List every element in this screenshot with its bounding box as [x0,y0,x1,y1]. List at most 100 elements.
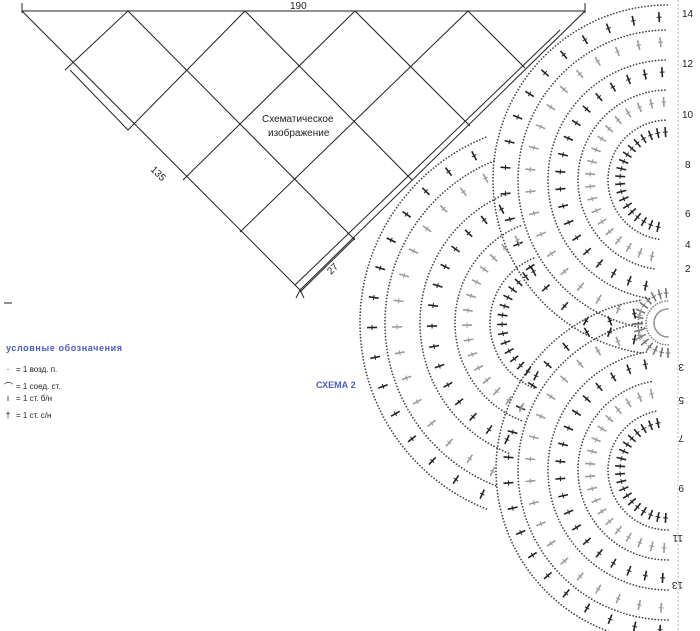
chain-dot [504,242,506,245]
chain-dot [567,66,570,69]
chain-dot [651,411,654,413]
chain-dot [497,221,500,224]
stitch-crossbar [616,528,621,533]
stitch-crossbar [567,509,570,515]
chain-dot [418,464,421,467]
chain-dot [445,455,448,458]
chain-dot [664,29,666,31]
chain-dot [648,617,650,620]
chain-dot [557,366,560,369]
chain-dot [498,448,501,451]
chain-dot [586,138,589,141]
stitch-crossbar [591,486,594,492]
chain-dot [660,588,663,591]
chain-dot [425,471,428,474]
stitch-crossbar [438,363,441,369]
row-number: 9 [678,482,684,493]
chain-dot [623,302,625,305]
chain-dot [617,69,620,72]
chain-dot [500,511,503,514]
chain-dot [470,213,473,216]
chain-dot [617,578,620,581]
chain-dot [386,294,389,297]
chain-dot [537,581,539,584]
chain-dot [481,392,484,395]
chain-dot [599,119,602,122]
chain-dot [413,184,416,187]
chain-dot [562,286,564,288]
chain-dot [468,500,470,502]
chain-dot [459,420,462,423]
chain-dot [618,321,621,323]
chain-dot [502,420,505,422]
chain-dot [586,429,589,432]
chain-dot [514,417,517,419]
chain-dot [609,399,612,402]
chain-dot [529,286,532,289]
chain-dot [555,279,558,281]
chain-dot [420,338,422,341]
stitch-crossbar [594,147,598,153]
chain-dot [663,619,666,621]
chain-dot [502,517,504,520]
stitch-crossbar [629,499,634,504]
chain-dot [613,205,615,208]
chain-dot [638,616,641,619]
chain-dot [548,198,551,201]
chain-dot [603,115,606,117]
chain-dot [362,285,365,288]
chain-dot [454,322,456,325]
stitch-crossbar [530,552,535,558]
chain-dot [456,226,459,229]
chain-dot [612,362,614,365]
stitch-crossbar [595,587,601,591]
chain-dot [499,358,502,361]
chain-dot [359,336,362,339]
chain-dot [573,613,576,616]
chain-dot [654,29,657,32]
chain-dot [664,343,667,346]
chain-dot [517,164,520,166]
chain-dot [592,563,595,566]
chain-dot [579,97,581,100]
chain-dot [657,59,660,62]
chain-dot [454,309,457,312]
chain-dot [359,324,361,326]
chain-dot [456,494,459,496]
stitch-crossbar [467,337,470,343]
chain-dot [431,442,434,444]
chain-dot [507,230,510,233]
chain-dot [487,162,489,165]
chain-dot [572,585,575,588]
chain-dot [525,566,528,569]
chain-dot [604,332,607,335]
chain-dot [595,523,598,526]
chain-dot [618,103,621,105]
chain-dot [563,118,566,120]
chain-dot [517,173,519,176]
chain-dot [626,66,629,68]
chain-dot [484,440,487,443]
chain-dot [619,611,622,614]
chain-dot [582,209,585,212]
chain-dot [524,383,527,385]
chain-dot [538,60,541,63]
stitch-crossbar [591,448,594,455]
chain-dot [528,120,531,123]
chain-dot [550,207,553,210]
chain-dot [533,387,536,389]
chain-dot [428,272,430,275]
chain-dot [577,389,579,392]
chain-dot [519,442,522,445]
chain-dot [569,292,571,295]
chain-dot [423,469,426,471]
chain-dot [609,74,611,76]
stitch-crossbar [511,429,514,435]
chain-dot [661,300,664,303]
chain-dot [455,306,457,309]
chain-dot [363,279,366,282]
stitch-crossbar [620,456,623,462]
row-number: 10 [682,110,694,121]
chain-dot [497,356,500,358]
chain-dot [489,200,491,203]
